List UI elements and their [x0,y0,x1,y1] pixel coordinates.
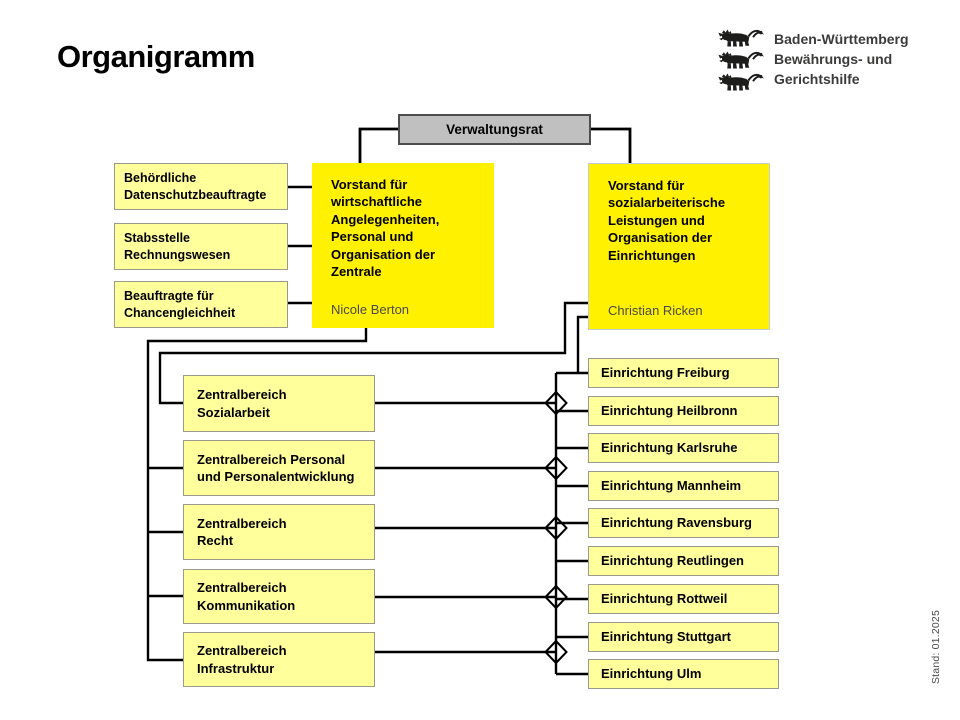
coordination-diamond [544,390,568,416]
coordination-diamond [544,639,568,665]
logo-line: Bewährungs- und [774,50,893,67]
connector-line [576,315,590,374]
facility-box: Einrichtung Freiburg [588,358,779,388]
executive-title: Vorstand für sozialarbeiterische Leistun… [608,178,726,263]
central-department-box: Zentralbereich Sozialarbeit [183,375,375,432]
logo-text: Baden-Württemberg Bewährungs- und Gerich… [774,28,909,90]
executive-name: Nicole Berton [331,302,410,317]
page-title: Organigramm [57,39,255,74]
facility-box: Einrichtung Heilbronn [588,396,779,426]
facility-box: Einrichtung Ulm [588,659,779,689]
logo-line: Gerichtshilfe [774,70,860,87]
facility-box: Einrichtung Mannheim [588,471,779,501]
logo: Baden-Württemberg Bewährungs- und Gerich… [716,28,909,92]
central-department-box: Zentralbereich Recht [183,504,375,560]
connector-line [591,127,632,165]
executive-title: Vorstand für wirtschaftliche Angelegenhe… [331,177,440,280]
coordination-diamond [544,455,568,481]
central-department-box: Zentralbereich Infrastruktur [183,632,375,687]
facility-box: Einrichtung Stuttgart [588,622,779,652]
logo-line: Baden-Württemberg [774,31,909,47]
connector-line [358,127,398,165]
coordination-diamond [544,584,568,610]
facility-box: Einrichtung Rottweil [588,584,779,614]
central-department-box: Zentralbereich Kommunikation [183,569,375,624]
central-department-box: Zentralbereich Personal und Personalentw… [183,440,375,496]
staff-unit-box: Stabsstelle Rechnungswesen [114,223,288,270]
coordination-diamond [544,515,568,541]
executive-name: Christian Ricken [608,303,703,318]
connector-line [146,328,368,662]
staff-unit-box: Behördliche Datenschutzbeauftragte [114,163,288,210]
connector-line [158,301,590,405]
executive-box-wirtschaft: Vorstand für wirtschaftliche Angelegenhe… [312,163,494,328]
staff-unit-box: Beauftragte für Chancengleichheit [114,281,288,328]
board-box: Verwaltungsrat [398,114,591,145]
facility-box: Einrichtung Karlsruhe [588,433,779,463]
executive-box-sozialarbeit: Vorstand für sozialarbeiterische Leistun… [588,163,770,330]
facility-box: Einrichtung Reutlingen [588,546,779,576]
facility-box: Einrichtung Ravensburg [588,508,779,538]
